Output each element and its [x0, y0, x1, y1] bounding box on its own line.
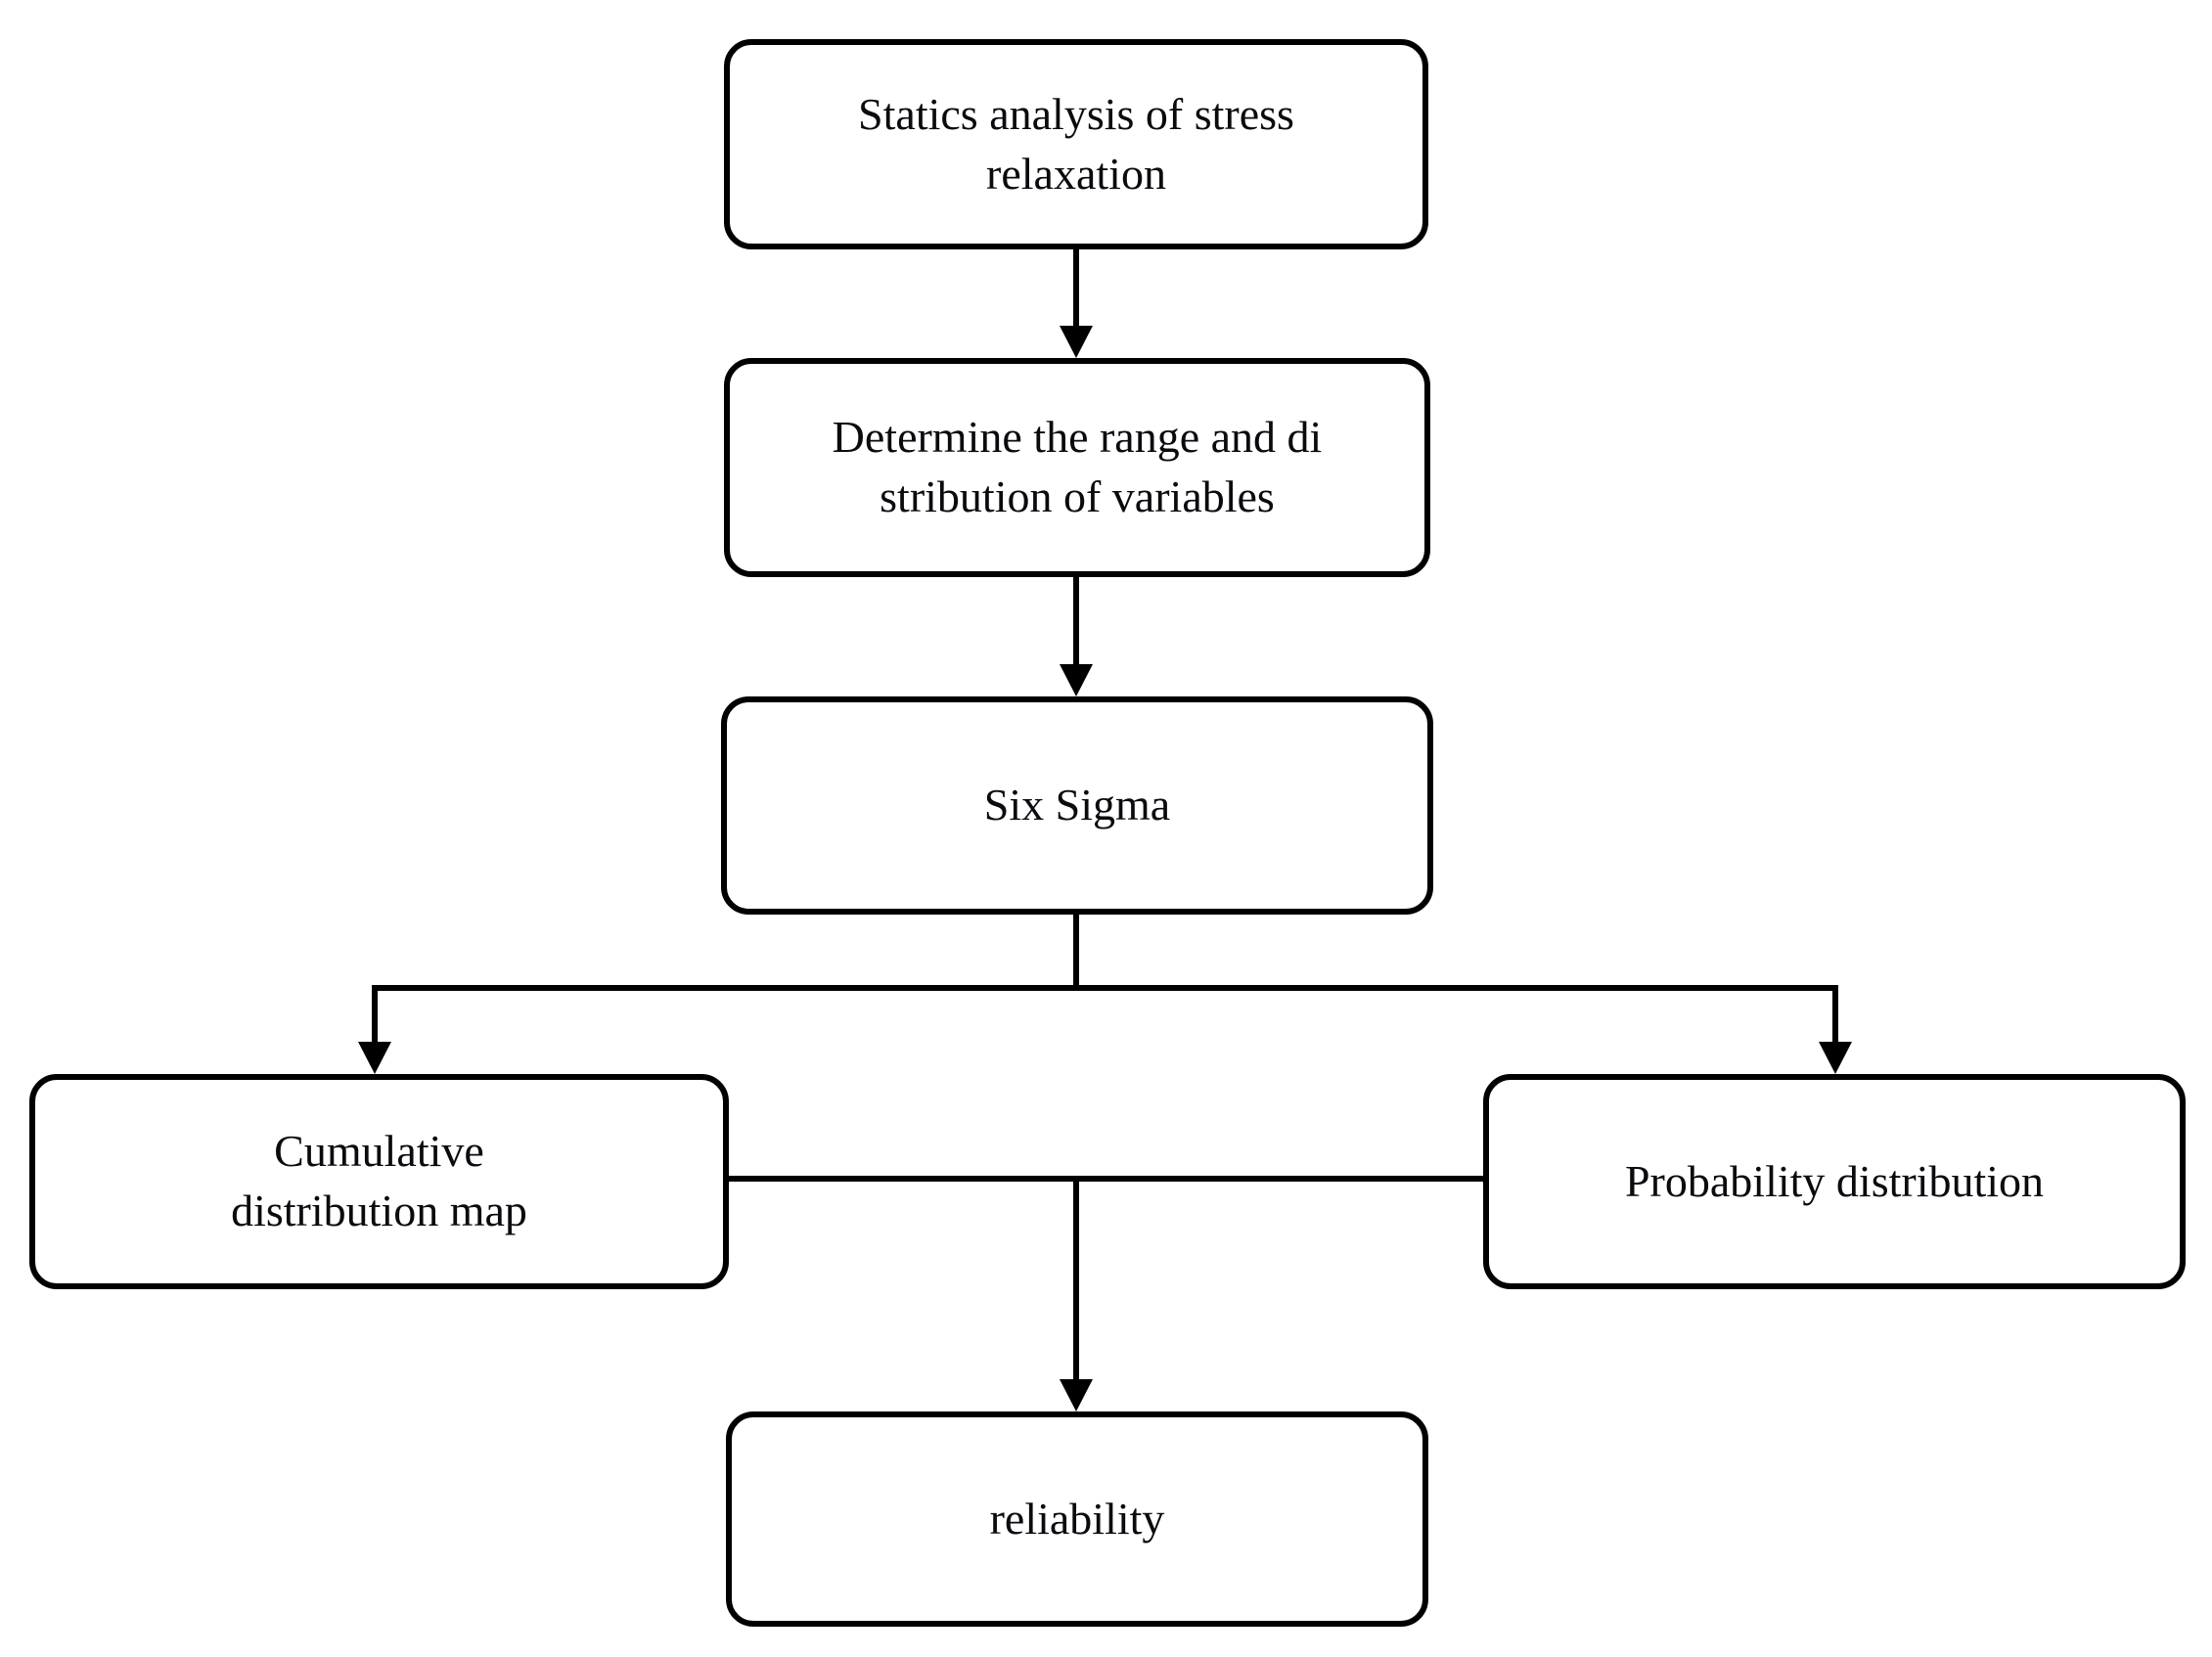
- node-six-sigma-label: Six Sigma: [983, 780, 1171, 830]
- node-reliability: reliability: [726, 1411, 1428, 1627]
- arrow-branch-to-cumulative-line: [372, 985, 378, 1042]
- branch-sixsigma-stem-line: [1073, 915, 1079, 991]
- arrow-statics-to-determine-line: [1073, 249, 1079, 328]
- node-cumulative-label-line1: Cumulative: [274, 1126, 484, 1177]
- arrow-determine-to-sixsigma-line: [1073, 577, 1079, 665]
- node-determine-range: Determine the range and di stribution of…: [724, 358, 1430, 577]
- arrow-join-to-reliability-line: [1073, 1176, 1079, 1379]
- arrow-branch-to-probability-line: [1832, 985, 1838, 1042]
- node-probability-label: Probability distribution: [1624, 1155, 2045, 1206]
- node-cumulative-label-line2: distribution map: [231, 1186, 527, 1235]
- join-bar-line: [729, 1176, 1483, 1182]
- node-determine-range-label-line2: stribution of variables: [880, 471, 1275, 521]
- branch-split-bar-line: [372, 985, 1838, 991]
- node-statics-analysis-label-line1: Statics analysis of stress: [858, 88, 1294, 139]
- node-statics-analysis: Statics analysis of stress relaxation: [724, 39, 1428, 249]
- node-statics-analysis-label-line2: relaxation: [986, 148, 1166, 199]
- arrow-determine-to-sixsigma-head: [1060, 664, 1093, 696]
- node-probability-distribution: Probability distribution: [1483, 1074, 2186, 1289]
- arrow-join-to-reliability-head: [1060, 1379, 1093, 1411]
- node-six-sigma: Six Sigma: [721, 696, 1433, 915]
- arrow-branch-to-probability-head: [1819, 1042, 1852, 1074]
- arrow-statics-to-determine-head: [1060, 326, 1093, 358]
- arrow-branch-to-cumulative-head: [358, 1042, 391, 1074]
- node-reliability-label: reliability: [989, 1493, 1165, 1544]
- node-cumulative-distribution-map: Cumulative distribution map: [29, 1074, 729, 1289]
- node-determine-range-label-line1: Determine the range and di: [832, 412, 1323, 463]
